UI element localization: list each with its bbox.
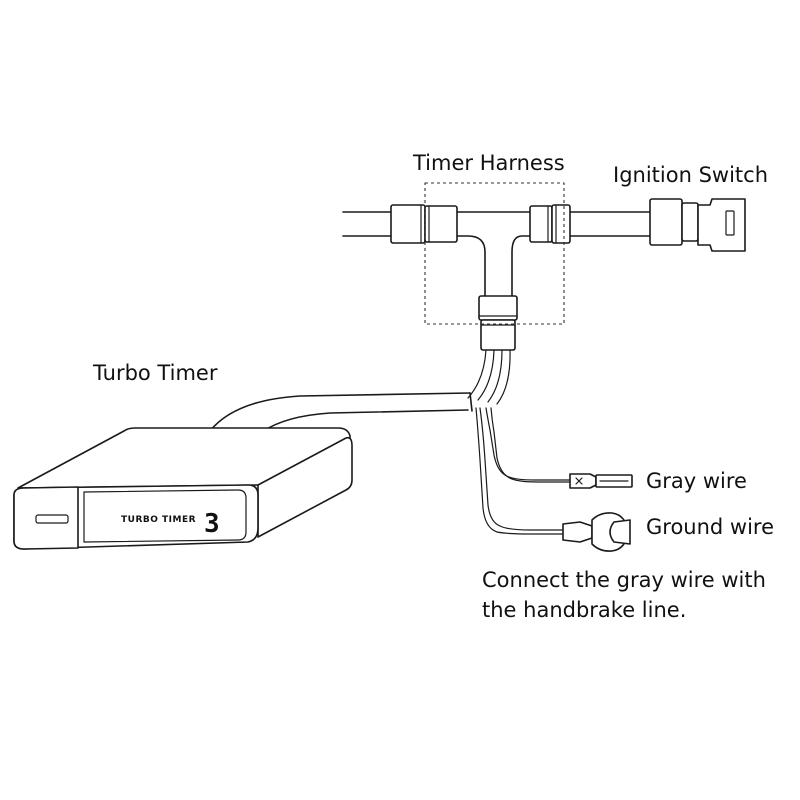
device-display-digit: 3 [204,509,220,539]
ground-wire-label: Ground wire [646,515,774,539]
harness-connector-right [529,204,571,244]
main-cable-left [342,211,394,237]
note-line-1: Connect the gray wire with [482,568,766,592]
gray-wire-label: Gray wire [646,469,747,493]
main-cable-right [564,211,653,237]
note-line-2: the handbrake line. [482,598,686,622]
signal-wires [475,407,571,535]
device-cable [209,392,473,433]
main-cable-middle [454,211,534,299]
ignition-switch-label: Ignition Switch [613,163,768,187]
harness-connector-left [390,204,458,244]
turbo-timer-device [13,427,353,550]
device-brand-label: TURBO TIMER [121,515,196,525]
gray-wire-terminal [569,473,633,489]
turbo-timer-label: Turbo Timer [92,361,218,385]
ignition-switch [649,198,746,252]
timer-harness-label: Timer Harness [412,151,565,175]
branch-connector [478,295,518,351]
branch-wires [467,349,511,405]
timer-harness-outline [424,182,565,325]
ground-wire-terminal [562,512,631,552]
